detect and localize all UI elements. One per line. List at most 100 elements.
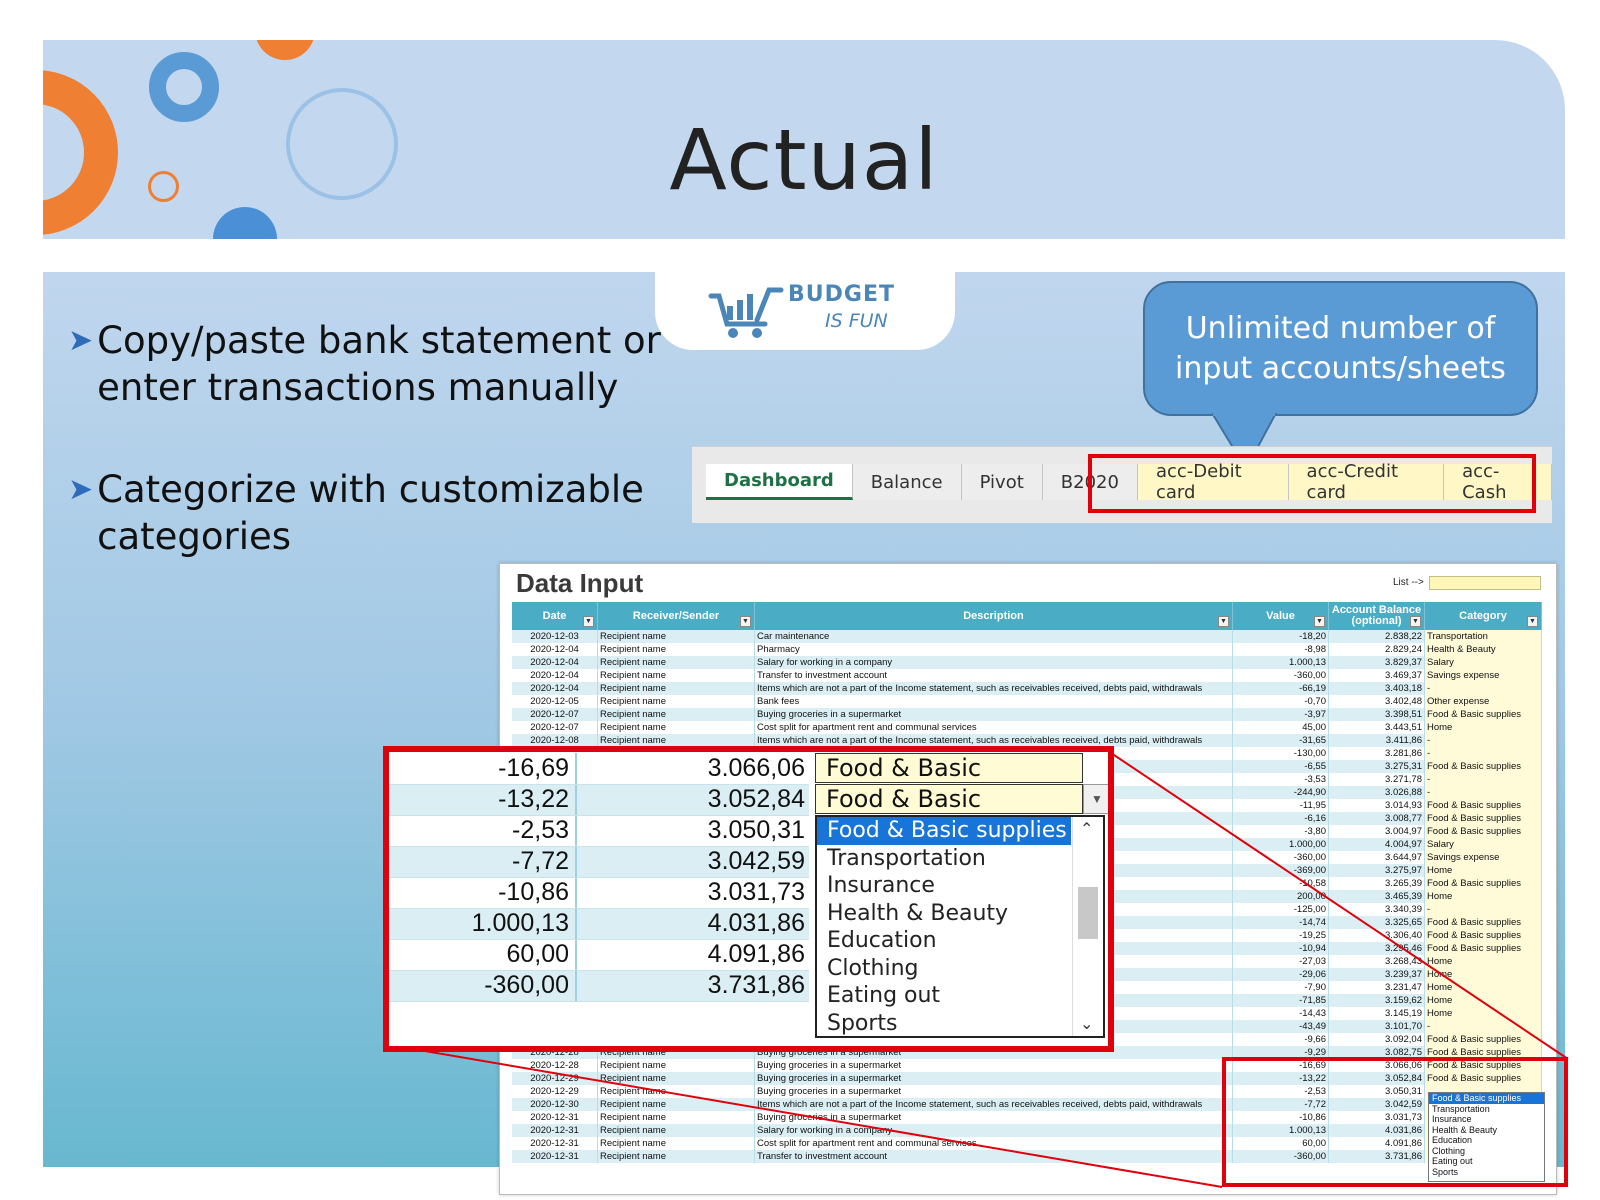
tab-acc-debit-card[interactable]: acc-Debit card [1137,461,1289,503]
table-cell[interactable]: 3.101,70 [1329,1020,1425,1033]
table-cell[interactable]: Home [1425,994,1542,1007]
table-cell[interactable]: -130,00 [1233,747,1329,760]
table-cell[interactable]: Recipient name [598,734,755,747]
table-cell[interactable]: Salary [1425,838,1542,851]
table-cell[interactable]: Salary for working in a company [755,656,1233,669]
table-cell[interactable]: -360,00 [1233,851,1329,864]
column-header[interactable]: Category▼ [1425,602,1542,630]
dropdown-option[interactable]: Food & Basic supplies [817,817,1071,845]
zoom-value-cell[interactable]: -360,00 [389,970,577,1001]
table-cell[interactable]: 2020-12-04 [512,682,598,695]
table-cell[interactable]: -18,20 [1233,630,1329,643]
column-header[interactable]: Value▼ [1233,602,1329,630]
dropdown-option[interactable]: Transportation [1432,1103,1490,1114]
table-cell[interactable]: -6,55 [1233,760,1329,773]
table-cell[interactable]: Salary for working in a company [755,1124,1233,1137]
table-cell[interactable]: 2020-12-28 [512,1059,598,1072]
table-cell[interactable]: Food & Basic supplies [1425,942,1542,955]
table-cell[interactable]: 2020-12-29 [512,1072,598,1085]
table-cell[interactable]: 3.403,18 [1329,682,1425,695]
table-cell[interactable]: Recipient name [598,669,755,682]
table-cell[interactable]: Home [1425,721,1542,734]
table-cell[interactable]: Items which are not a part of the Income… [755,1098,1233,1111]
tab-acc-credit-card[interactable]: acc-Credit card [1288,461,1445,503]
table-cell[interactable]: -369,00 [1233,864,1329,877]
table-cell[interactable]: Food & Basic supplies [1425,812,1542,825]
table-cell[interactable]: -2,53 [1233,1085,1329,1098]
filter-dropdown-icon[interactable]: ▼ [583,616,594,627]
table-cell[interactable]: Food & Basic supplies [1425,877,1542,890]
table-cell[interactable]: 3.265,39 [1329,877,1425,890]
table-cell[interactable]: -0,70 [1233,695,1329,708]
zoom-value-cell[interactable]: -13,22 [389,784,577,815]
dropdown-option[interactable]: Eating out [1432,1156,1473,1166]
table-cell[interactable]: Car maintenance [755,630,1233,643]
table-cell[interactable]: Health & Beauty [1425,643,1542,656]
table-cell[interactable]: -16,69 [1233,1059,1329,1072]
table-cell[interactable]: Food & Basic supplies [1425,1059,1542,1072]
table-cell[interactable]: 3.031,73 [1329,1111,1425,1124]
table-cell[interactable]: 2020-12-07 [512,708,598,721]
table-cell[interactable]: 3.052,84 [1329,1072,1425,1085]
table-cell[interactable]: Food & Basic supplies [1425,916,1542,929]
filter-dropdown-icon[interactable]: ▼ [1314,616,1325,627]
table-cell[interactable]: Buying groceries in a supermarket [755,1085,1233,1098]
table-cell[interactable]: 2020-12-04 [512,669,598,682]
table-cell[interactable]: 3.443,51 [1329,721,1425,734]
table-cell[interactable]: 2.829,24 [1329,643,1425,656]
dropdown-option[interactable]: Food & Basic supplies [1429,1093,1544,1104]
table-cell[interactable]: 3.231,47 [1329,981,1425,994]
filter-dropdown-icon[interactable]: ▼ [1527,616,1538,627]
table-cell[interactable]: 60,00 [1233,1137,1329,1150]
table-cell[interactable]: 3.644,97 [1329,851,1425,864]
table-cell[interactable]: - [1425,747,1542,760]
table-cell[interactable]: -19,25 [1233,929,1329,942]
table-cell[interactable]: Recipient name [598,1111,755,1124]
table-cell[interactable]: -3,53 [1233,773,1329,786]
table-cell[interactable]: -6,16 [1233,812,1329,825]
table-cell[interactable]: 3.050,31 [1329,1085,1425,1098]
zoom-value-cell[interactable]: -2,53 [389,815,577,846]
filter-dropdown-icon[interactable]: ▼ [1410,616,1421,627]
dropdown-arrow-button[interactable]: ▼ [1083,784,1108,814]
table-cell[interactable]: 2020-12-31 [512,1150,598,1163]
table-cell[interactable]: Food & Basic supplies [1425,708,1542,721]
table-cell[interactable]: 3.239,37 [1329,968,1425,981]
filter-dropdown-icon[interactable]: ▼ [740,616,751,627]
table-cell[interactable]: Recipient name [598,1124,755,1137]
chevron-up-icon[interactable]: ⌃ [1080,821,1094,838]
table-cell[interactable]: 3.306,40 [1329,929,1425,942]
table-cell[interactable]: -9,66 [1233,1033,1329,1046]
table-cell[interactable]: Food & Basic supplies [1425,929,1542,942]
table-cell[interactable]: 2020-12-07 [512,721,598,734]
zoom-value-cell[interactable]: -10,86 [389,877,577,908]
table-cell[interactable]: Food & Basic supplies [1425,825,1542,838]
zoom-value-cell[interactable]: 60,00 [389,939,577,970]
table-cell[interactable]: -10,94 [1233,942,1329,955]
table-cell[interactable]: Items which are not a part of the Income… [755,734,1233,747]
table-cell[interactable]: -43,49 [1233,1020,1329,1033]
table-cell[interactable]: 3.469,37 [1329,669,1425,682]
column-header[interactable]: Date▼ [512,602,598,630]
table-cell[interactable]: Salary [1425,656,1542,669]
table-cell[interactable]: 3.465,39 [1329,890,1425,903]
column-header[interactable]: Account Balance (optional)▼ [1329,602,1425,630]
dropdown-option[interactable]: Education [827,928,937,953]
table-cell[interactable]: -7,90 [1233,981,1329,994]
table-cell[interactable]: 3.026,88 [1329,786,1425,799]
dropdown-option[interactable]: Education [1432,1135,1473,1145]
table-cell[interactable]: Recipient name [598,1072,755,1085]
dropdown-option[interactable]: Insurance [1432,1114,1472,1124]
table-cell[interactable]: 1.000,13 [1233,656,1329,669]
table-cell[interactable]: -360,00 [1233,1150,1329,1163]
table-cell[interactable]: -71,85 [1233,994,1329,1007]
zoom-balance-cell[interactable]: 3.050,31 [707,816,805,844]
table-cell[interactable]: - [1425,1020,1542,1033]
table-cell[interactable]: Recipient name [598,1098,755,1111]
table-cell[interactable]: Transfer to investment account [755,669,1233,682]
table-cell[interactable]: Home [1425,968,1542,981]
table-cell[interactable]: Recipient name [598,721,755,734]
table-cell[interactable]: 4.031,86 [1329,1124,1425,1137]
table-cell[interactable]: 3.271,78 [1329,773,1425,786]
